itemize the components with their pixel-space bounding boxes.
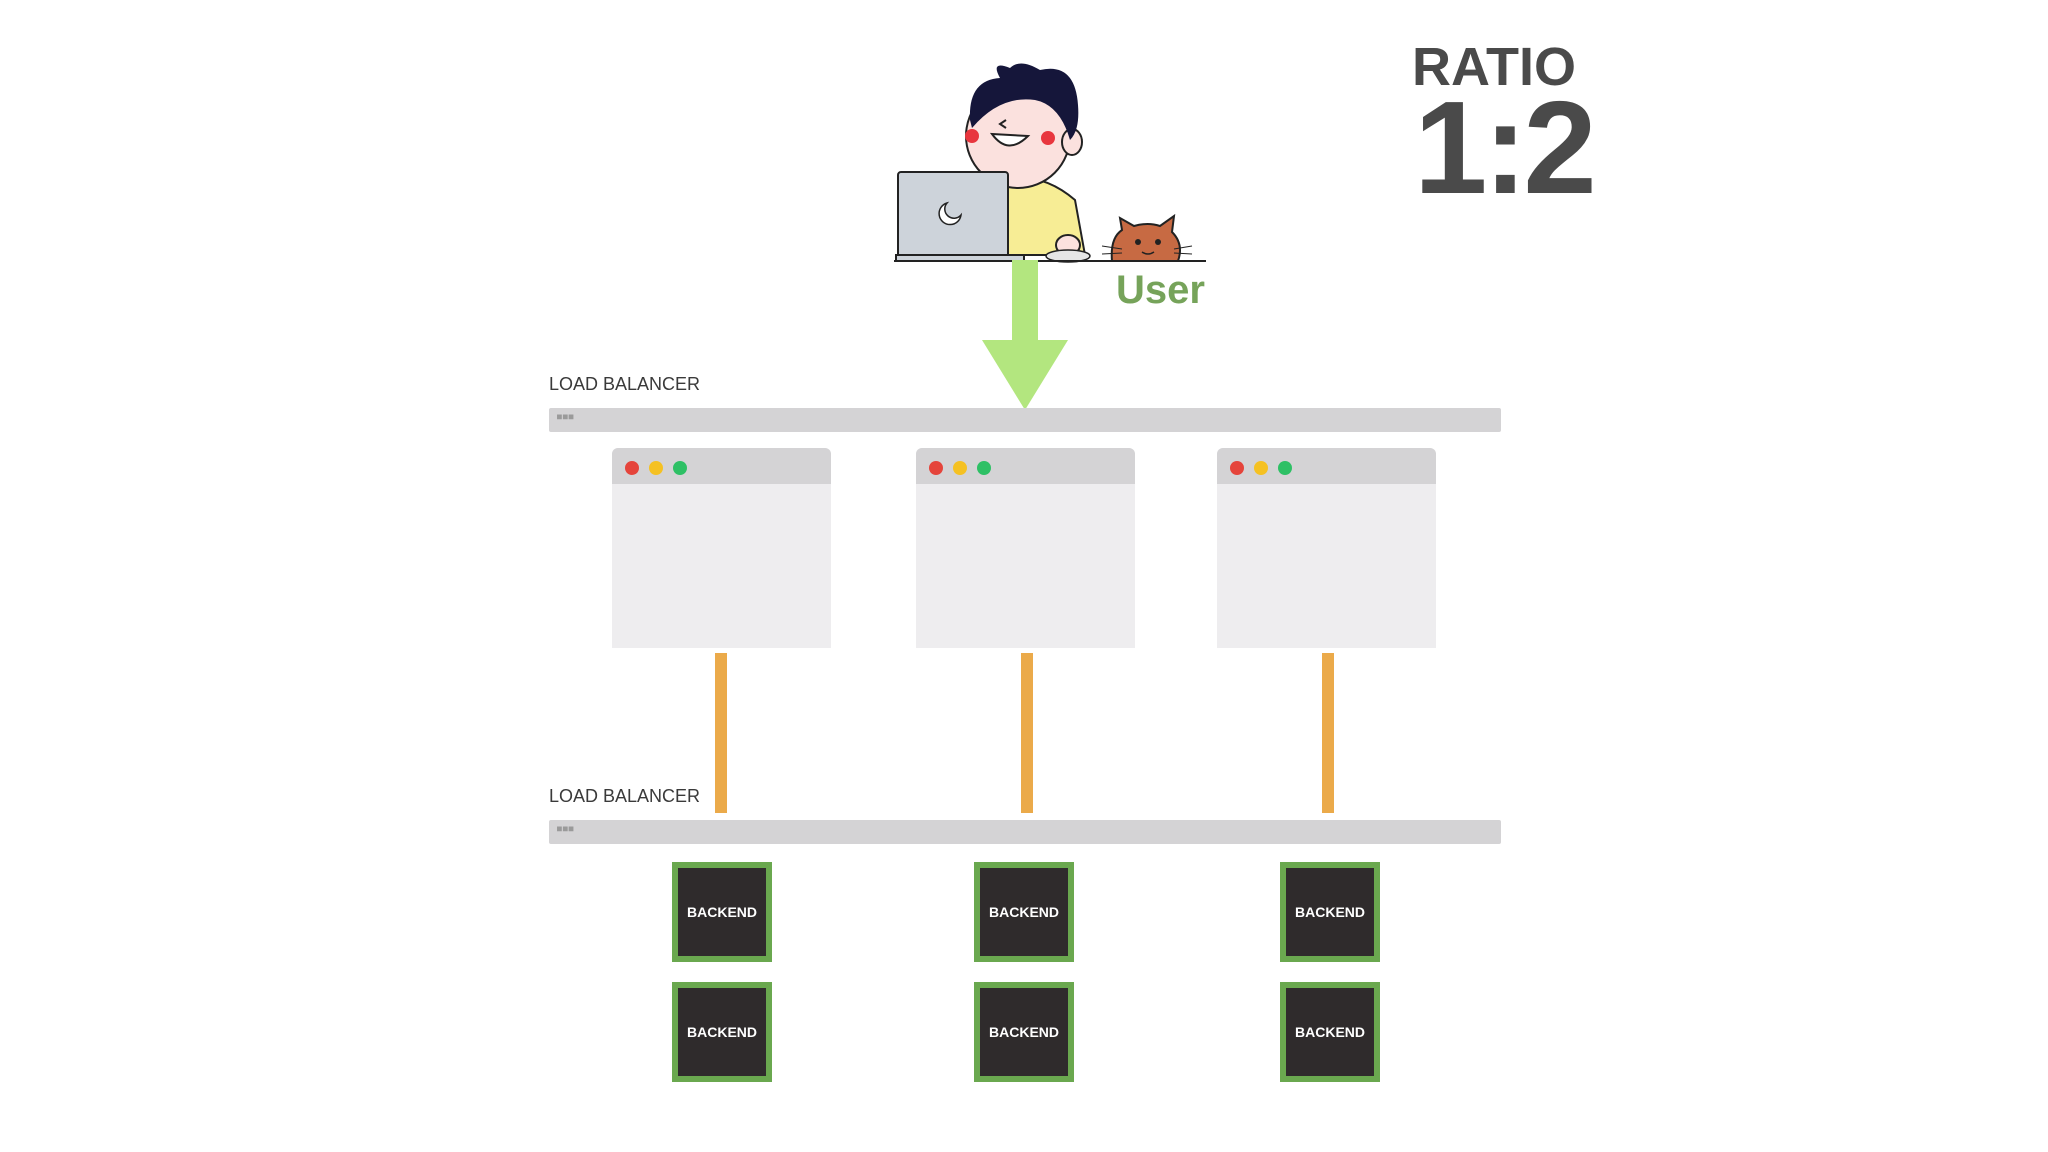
backend-node: BACKEND — [672, 982, 772, 1082]
maximize-dot-icon — [673, 461, 687, 475]
close-dot-icon — [625, 461, 639, 475]
connector-line — [715, 653, 727, 813]
down-arrow-icon — [982, 260, 1068, 410]
maximize-dot-icon — [1278, 461, 1292, 475]
frontend-window — [916, 448, 1135, 648]
ratio-label: RATIO — [1412, 37, 1576, 97]
window-titlebar — [916, 448, 1135, 484]
ratio-value: 1:2 — [1414, 74, 1597, 221]
minimize-dot-icon — [1254, 461, 1268, 475]
load-balancer-label: LOAD BALANCER — [549, 374, 701, 394]
backend-node: BACKEND — [1280, 982, 1380, 1082]
user-label: User — [1116, 268, 1205, 312]
frontend-window — [1217, 448, 1436, 648]
backend-node: BACKEND — [974, 982, 1074, 1082]
load-balancer-bar: ■■■ — [549, 408, 1501, 432]
backend-node: BACKEND — [672, 862, 772, 962]
connector-line — [1021, 653, 1033, 813]
close-dot-icon — [929, 461, 943, 475]
maximize-dot-icon — [977, 461, 991, 475]
laptop-icon — [895, 171, 1025, 262]
connector-line — [1322, 653, 1334, 813]
close-dot-icon — [1230, 461, 1244, 475]
backend-node: BACKEND — [1280, 862, 1380, 962]
frontend-window — [612, 448, 831, 648]
cat-icon — [1101, 213, 1193, 262]
load-balancer-bar: ■■■ — [549, 820, 1501, 844]
load-balancer-label: LOAD BALANCER — [549, 786, 701, 806]
backend-node: BACKEND — [974, 862, 1074, 962]
window-titlebar — [1217, 448, 1436, 484]
minimize-dot-icon — [953, 461, 967, 475]
user-illustration — [894, 63, 1206, 263]
window-titlebar — [612, 448, 831, 484]
minimize-dot-icon — [649, 461, 663, 475]
